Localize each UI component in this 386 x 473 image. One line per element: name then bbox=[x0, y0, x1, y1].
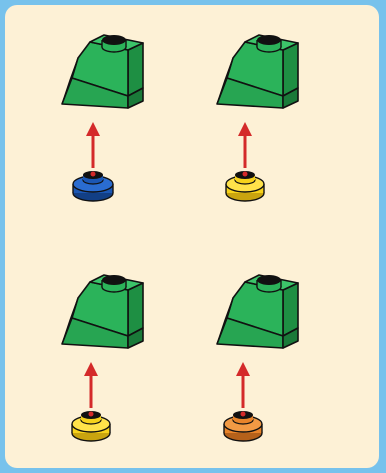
green-slope-brick-icon bbox=[61, 274, 144, 349]
red-arrow-icon bbox=[236, 120, 254, 170]
round-plate-icon bbox=[71, 411, 111, 442]
green-slope-brick-icon bbox=[216, 34, 299, 109]
round-plate-icon bbox=[72, 171, 114, 202]
instruction-panel bbox=[5, 5, 379, 468]
round-plate-icon bbox=[223, 411, 263, 442]
red-arrow-icon bbox=[84, 120, 102, 170]
green-slope-brick-icon bbox=[216, 274, 299, 349]
red-arrow-icon bbox=[234, 360, 252, 410]
red-arrow-icon bbox=[82, 360, 100, 410]
green-slope-brick-icon bbox=[61, 34, 144, 109]
round-plate-icon bbox=[225, 171, 265, 202]
